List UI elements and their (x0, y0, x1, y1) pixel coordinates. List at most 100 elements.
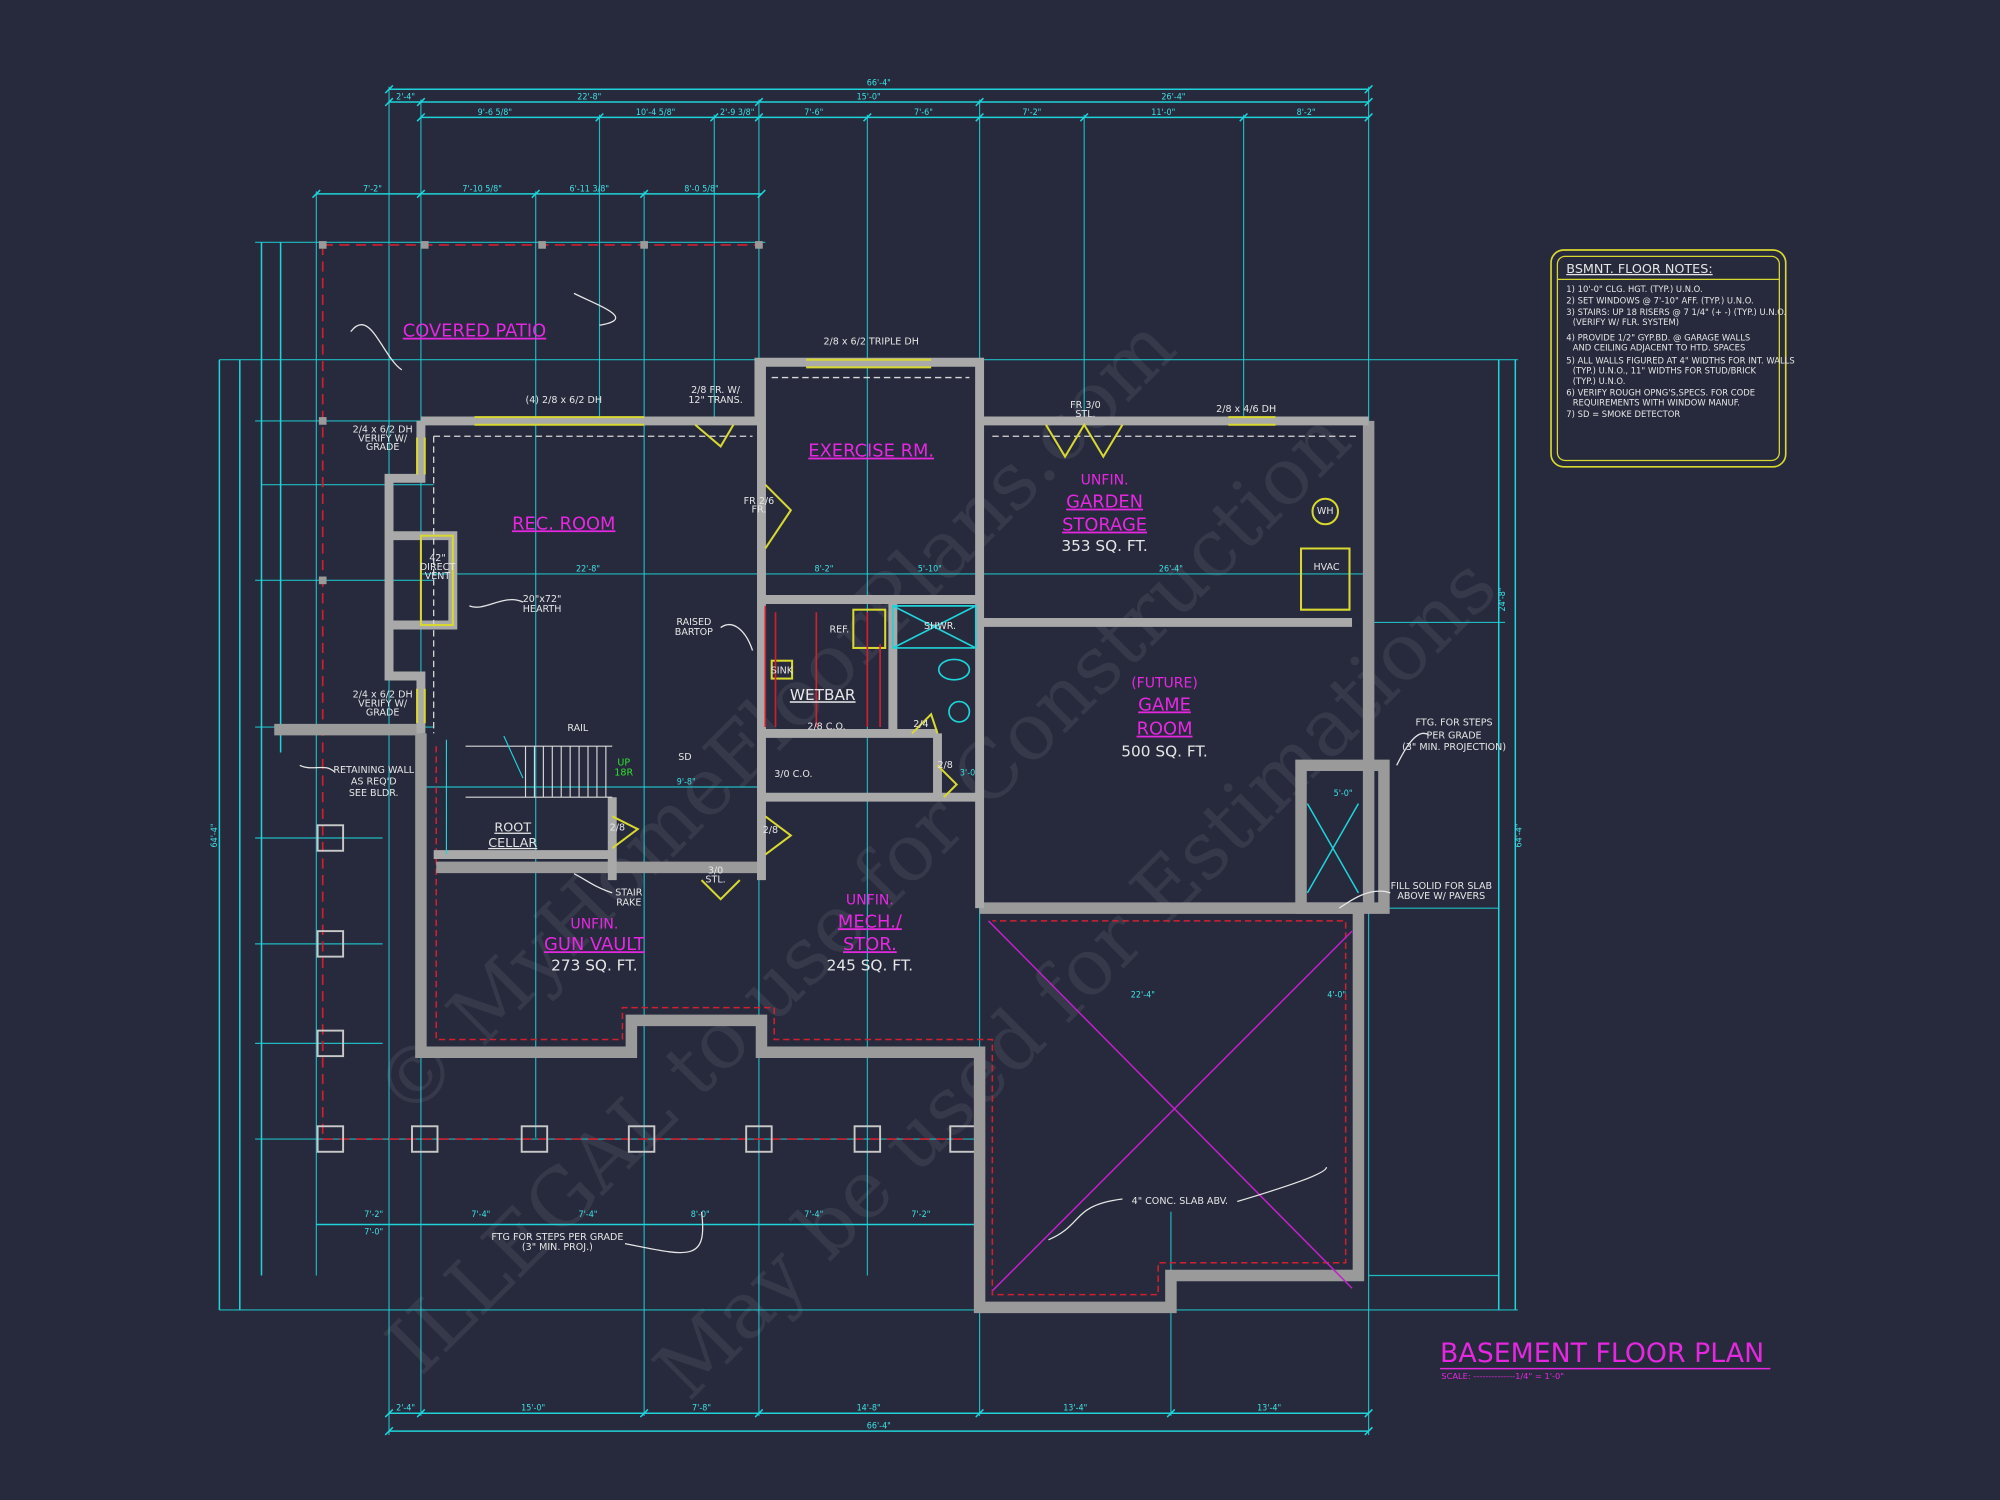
room-garden-storage: GARDEN (1066, 492, 1143, 513)
svg-text:500 SQ. FT.: 500 SQ. FT. (1121, 742, 1207, 760)
svg-text:22'-4": 22'-4" (1131, 990, 1155, 1000)
svg-text:7'-4": 7'-4" (471, 1210, 490, 1220)
svg-text:STAIR: STAIR (615, 887, 642, 898)
svg-text:8'-0": 8'-0" (691, 1210, 710, 1220)
svg-text:CELLAR: CELLAR (488, 836, 537, 851)
windows-doors (416, 358, 1351, 901)
svg-text:8'-2": 8'-2" (814, 564, 833, 574)
svg-text:6'-11 3/8": 6'-11 3/8" (570, 184, 610, 194)
svg-text:2/8 x 6/2 TRIPLE DH: 2/8 x 6/2 TRIPLE DH (823, 336, 918, 347)
svg-text:FTG FOR STEPS PER GRADE: FTG FOR STEPS PER GRADE (491, 1232, 623, 1243)
svg-text:26'-4": 26'-4" (1159, 564, 1183, 574)
svg-text:2/8: 2/8 (763, 825, 778, 836)
svg-text:SHWR.: SHWR. (924, 621, 956, 632)
svg-text:HVAC: HVAC (1313, 562, 1339, 573)
svg-text:(TYP.) U.N.O., 11" WIDTHS FOR: (TYP.) U.N.O., 11" WIDTHS FOR STUD/BRICK (1573, 366, 1757, 376)
svg-text:(3" MIN. PROJECTION): (3" MIN. PROJECTION) (1402, 742, 1506, 753)
room-exercise: EXERCISE RM. (808, 441, 934, 462)
annotations: (4) 2/8 x 6/2 DH 2/8 x 6/2 TRIPLE DH 2/8… (333, 336, 1506, 1253)
svg-text:7'-6": 7'-6" (914, 108, 933, 118)
stairs (445, 735, 613, 855)
room-root-cellar: ROOT (494, 821, 531, 836)
svg-text:2'-4": 2'-4" (396, 92, 415, 102)
svg-text:7'-2": 7'-2" (1022, 108, 1041, 118)
svg-text:2/8: 2/8 (937, 760, 952, 771)
svg-text:RETAINING WALL: RETAINING WALL (333, 765, 414, 776)
svg-text:22'-8": 22'-8" (576, 564, 600, 574)
svg-text:BARTOP: BARTOP (675, 627, 713, 638)
sink (770, 659, 794, 680)
svg-text:9'-8": 9'-8" (677, 777, 696, 787)
svg-text:2/8 FR. W/: 2/8 FR. W/ (691, 385, 741, 396)
svg-text:4) PROVIDE 1/2" GYP.BD. @ GARA: 4) PROVIDE 1/2" GYP.BD. @ GARAGE WALLS (1566, 333, 1750, 343)
svg-text:18R: 18R (614, 768, 633, 779)
svg-text:PER GRADE: PER GRADE (1427, 731, 1482, 742)
room-gun-vault: GUN VAULT (544, 934, 645, 955)
svg-text:8'-0 5/8": 8'-0 5/8" (684, 184, 718, 194)
svg-text:FR 3/0: FR 3/0 (1070, 400, 1101, 411)
svg-text:7'-8": 7'-8" (692, 1404, 711, 1414)
svg-text:ABOVE W/ PAVERS: ABOVE W/ PAVERS (1397, 891, 1485, 902)
svg-text:7'-2": 7'-2" (364, 1210, 383, 1220)
svg-text:(VERIFY W/ FLR. SYSTEM): (VERIFY W/ FLR. SYSTEM) (1573, 317, 1679, 327)
svg-text:RAIL: RAIL (567, 723, 589, 734)
smoke-detector: SD (678, 752, 691, 763)
covered-patio-outline (316, 241, 977, 1153)
drawing-title: BASEMENT FLOOR PLAN SCALE: -------------… (1440, 1338, 1771, 1381)
svg-text:WH: WH (1317, 506, 1334, 517)
svg-text:66'-4": 66'-4" (867, 78, 891, 88)
svg-text:5'-10": 5'-10" (918, 564, 942, 574)
room-covered-patio: COVERED PATIO (403, 321, 546, 342)
svg-text:22'-8": 22'-8" (577, 92, 601, 102)
svg-text:RAISED: RAISED (676, 617, 711, 628)
svg-text:26'-4": 26'-4" (1161, 92, 1185, 102)
svg-text:ROOM: ROOM (1137, 719, 1193, 740)
svg-text:24'-8": 24'-8" (1498, 587, 1508, 611)
svg-text:(FUTURE): (FUTURE) (1131, 676, 1198, 692)
room-mech-stor: MECH./ (838, 911, 903, 932)
svg-text:66'-4": 66'-4" (867, 1422, 891, 1432)
svg-text:REQUIREMENTS WITH WINDOW MANUF: REQUIREMENTS WITH WINDOW MANUF. (1573, 398, 1740, 408)
svg-text:VENT: VENT (425, 571, 451, 582)
svg-text:STL.: STL. (705, 875, 725, 886)
svg-text:2) SET WINDOWS @ 7'-10" AFF. (: 2) SET WINDOWS @ 7'-10" AFF. (TYP.) U.N.… (1566, 296, 1753, 306)
svg-text:UP: UP (617, 757, 630, 768)
svg-text:(TYP.) U.N.O.: (TYP.) U.N.O. (1573, 376, 1626, 386)
svg-text:AND CEILING ADJACENT TO HTD. S: AND CEILING ADJACENT TO HTD. SPACES (1573, 343, 1746, 353)
svg-text:64'-4": 64'-4" (210, 823, 220, 847)
svg-text:1) 10'-0" CLG. HGT. (TYP.) U.N: 1) 10'-0" CLG. HGT. (TYP.) U.N.O. (1566, 284, 1702, 294)
svg-text:7'-10 5/8": 7'-10 5/8" (462, 184, 502, 194)
svg-text:2/8: 2/8 (610, 822, 625, 833)
svg-text:353 SQ. FT.: 353 SQ. FT. (1061, 537, 1147, 555)
room-labels: COVERED PATIO REC. ROOM EXERCISE RM. UNF… (403, 321, 1208, 975)
svg-text:7'-4": 7'-4" (804, 1210, 823, 1220)
svg-text:11'-0": 11'-0" (1151, 108, 1175, 118)
svg-text:GRADE: GRADE (366, 442, 400, 453)
svg-text:14'-8": 14'-8" (857, 1404, 881, 1414)
svg-text:9'-6 5/8": 9'-6 5/8" (478, 108, 512, 118)
svg-text:SINK: SINK (771, 665, 794, 676)
svg-text:7'-2": 7'-2" (911, 1210, 930, 1220)
svg-text:7'-2": 7'-2" (363, 184, 382, 194)
svg-text:3/0 C.O.: 3/0 C.O. (774, 769, 812, 780)
floor-notes-box: BSMNT. FLOOR NOTES: 1) 10'-0" CLG. HGT. … (1550, 249, 1795, 468)
svg-text:STORAGE: STORAGE (1062, 515, 1147, 536)
svg-text:10'-4 5/8": 10'-4 5/8" (636, 108, 676, 118)
svg-text:VERIFY W/: VERIFY W/ (358, 433, 408, 444)
svg-text:64'-4": 64'-4" (1515, 823, 1525, 847)
svg-text:3/0: 3/0 (708, 866, 723, 877)
svg-text:FR 2/6: FR 2/6 (744, 496, 775, 507)
svg-text:3) STAIRS: UP 18 RISERS @ 7 1/: 3) STAIRS: UP 18 RISERS @ 7 1/4" (+ -) (… (1566, 307, 1786, 317)
bathroom-fixtures (892, 605, 977, 723)
room-rec-room: REC. ROOM (512, 513, 615, 534)
svg-text:GRADE: GRADE (366, 708, 400, 719)
svg-text:245 SQ. FT.: 245 SQ. FT. (827, 957, 913, 975)
svg-text:STOR.: STOR. (843, 934, 897, 955)
svg-text:4'-0": 4'-0" (1327, 990, 1346, 1000)
svg-text:5) ALL WALLS FIGURED AT 4" WID: 5) ALL WALLS FIGURED AT 4" WIDTHS FOR IN… (1566, 356, 1794, 366)
svg-text:2/4: 2/4 (913, 719, 928, 730)
plan-scale: SCALE: --------------1/4" = 1'-0" (1441, 1371, 1564, 1381)
plan-title: BASEMENT FLOOR PLAN (1440, 1338, 1764, 1369)
svg-text:4" CONC. SLAB ABV.: 4" CONC. SLAB ABV. (1132, 1196, 1228, 1207)
